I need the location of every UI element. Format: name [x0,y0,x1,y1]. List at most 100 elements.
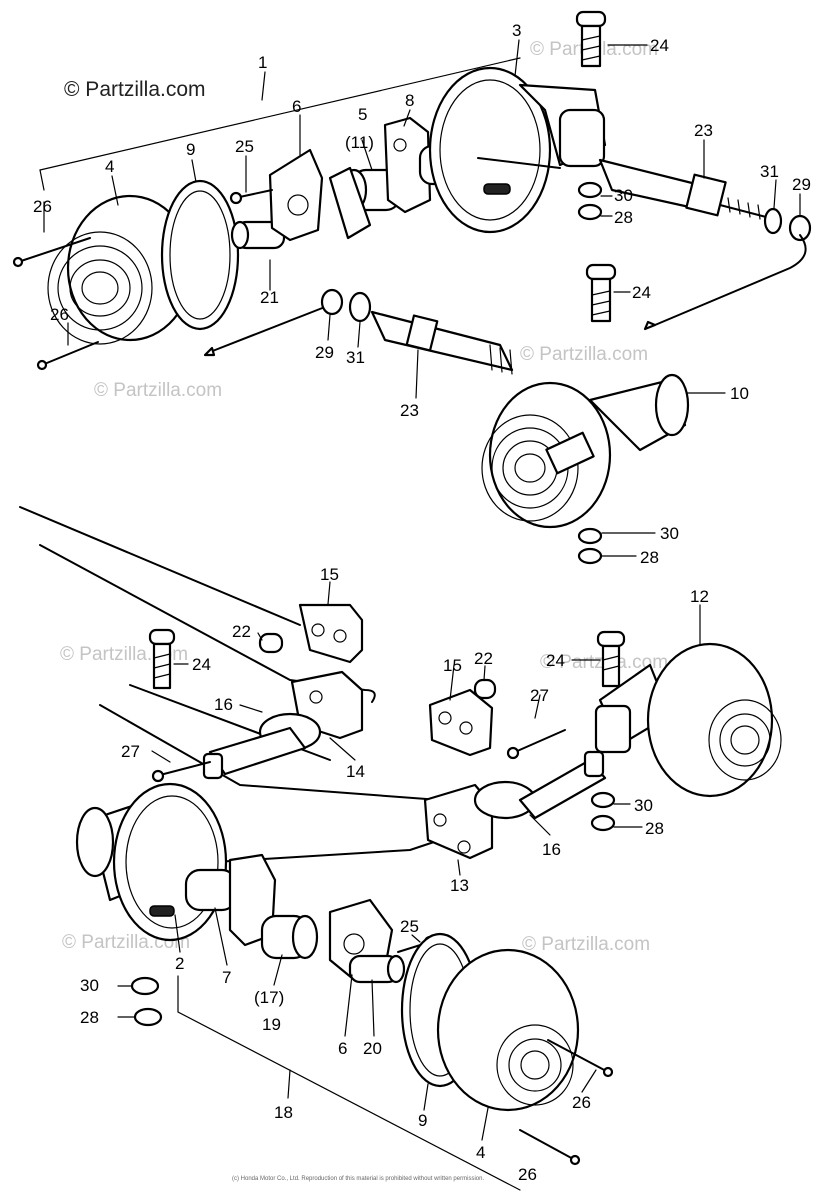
nut-28-lower-left [133,1007,163,1027]
callout-11: (11) [345,133,374,152]
stay-pipe-lower-left [202,726,307,780]
callout-9: 9 [418,1111,427,1130]
screw-26-lower [36,341,99,371]
watermark-faint: © Partzilla.com [94,380,222,401]
callout-24: 24 [650,36,669,55]
callout-24: 24 [632,283,651,302]
leader-18 [287,1069,291,1099]
callout-25: 25 [400,917,419,936]
turn-signal-case-top [428,66,607,234]
wire-top-right [477,157,807,326]
callout-26: 26 [518,1165,537,1184]
washer-31-mid [348,291,372,323]
callout-30: 30 [634,796,653,815]
washer-31-top [763,207,783,235]
callout-28: 28 [640,548,659,567]
lens-rim-top [160,179,240,331]
callout-6: 6 [292,97,301,116]
callout-30: 30 [614,186,633,205]
turn-signal-lens-top-left [47,194,194,345]
callout-9: 9 [186,140,195,159]
callout-27: 27 [530,686,549,705]
nut-28-lower-right [590,814,616,832]
screw-25-top [229,189,273,205]
assembly-bracket-18 [177,975,521,1191]
bolt-24-bottom-right [596,630,626,688]
collar-22-right [473,678,497,700]
wire-long-4 [99,704,441,801]
watermark-faint: © Partzilla.com [522,934,650,955]
wire-top-left-terminal [203,346,216,357]
callout-23: 23 [694,121,713,140]
callout-15: 15 [443,656,462,675]
callout-23: 23 [400,401,419,420]
callout-24: 24 [192,655,211,674]
callout-30: 30 [80,976,99,995]
watermark-main: © Partzilla.com [64,78,206,101]
callout-10: 10 [730,384,749,403]
turn-signal-front-right [481,373,690,529]
bolt-24-mid [585,263,617,323]
callout-22: 22 [474,649,493,668]
stay-pipe-top [598,158,771,220]
wire-grommet-15-left [298,603,364,664]
turn-signal-rear-right [594,642,782,798]
turn-signal-case-bottom [75,782,228,942]
callout-13: 13 [450,876,469,895]
screw-26-upper [12,237,91,268]
callout-28: 28 [614,208,633,227]
collar-22-left [258,632,284,654]
socket-rubber-bottom [260,914,319,960]
screw-26-bottom-upper [547,1039,614,1078]
bolt-24-top [575,10,607,68]
bolt-24-bottom-left [148,628,176,690]
wire-grommet-15-right [428,688,494,757]
callout-28: 28 [645,819,664,838]
callout-20: 20 [363,1039,382,1058]
copyright-fineprint: (c) Honda Motor Co., Ltd. Reproduction o… [232,1176,484,1182]
assembly-bracket-1 [39,57,521,171]
callout-29: 29 [315,343,334,362]
callout-17: (17) [254,988,284,1007]
wire-terminal [643,320,657,331]
wire-long-2 [39,544,376,703]
callout-14: 14 [346,762,365,781]
callout-19: 19 [262,1015,281,1034]
wire-long-1 [19,506,301,626]
callout-8: 8 [405,91,414,110]
turn-signal-lens-bottom [436,948,580,1112]
callout-26: 26 [50,305,69,324]
callout-31: 31 [346,348,365,367]
callout-18: 18 [274,1103,293,1122]
callout-25: 25 [235,137,254,156]
cushion-plate-top [328,166,372,240]
leaders [43,39,801,1141]
washer-30-mid [577,527,603,545]
watermark-faint: © Partzilla.com [520,344,648,365]
washer-30-top [577,181,603,199]
callout-16: 16 [214,695,233,714]
callout-26: 26 [572,1093,591,1112]
callout-16: 16 [542,840,561,859]
callout-4: 4 [105,157,114,176]
callout-31: 31 [760,162,779,181]
nut-28-top [577,203,603,221]
callout-6: 6 [338,1039,347,1058]
callout-28: 28 [80,1008,99,1027]
washer-30-lower-left [130,976,160,996]
callout-7: 7 [222,968,231,987]
washer-30-lower-right [590,791,616,809]
screw-27-right [506,729,566,760]
wire-top-left [209,304,331,353]
screw-27-left [151,761,211,783]
assembly-bracket-1-tick [39,169,45,191]
callout-29: 29 [792,175,811,194]
callout-15: 15 [320,565,339,584]
callout-27: 27 [121,742,140,761]
callout-1: 1 [258,53,267,72]
nut-29-top [788,214,812,242]
callout-24: 24 [546,651,565,670]
callout-labels: 1 3 24 8 6 5 (11) 9 25 4 26 23 31 29 30 … [33,21,811,1184]
callout-3: 3 [512,21,521,40]
